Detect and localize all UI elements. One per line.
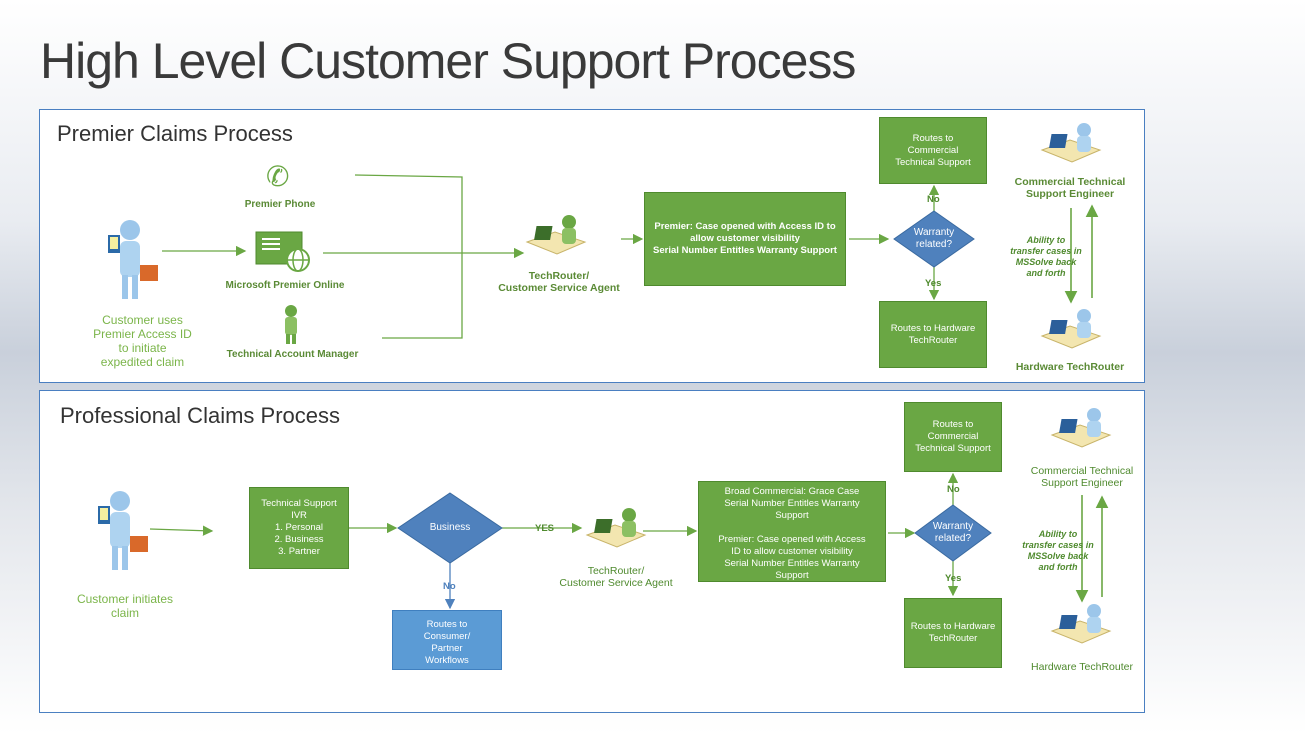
professional-yes-label: Yes (945, 573, 962, 584)
premier-no-label: No (927, 194, 940, 205)
professional-engineer-label: Commercial Technical Support Engineer (1030, 465, 1134, 489)
professional-hw-router-label: Hardware TechRouter (1031, 661, 1133, 673)
account-manager-icon (285, 305, 297, 344)
professional-warranty-decision: Warranty related? (932, 521, 974, 544)
premier-case-box: Premier: Case opened with Access ID to a… (644, 192, 846, 286)
premier-yes-label: Yes (925, 278, 942, 289)
professional-connectors (149, 472, 1109, 610)
techrouter-agent-icon-2 (585, 508, 647, 548)
professional-no-label: No (947, 484, 960, 495)
channel-technical-account-manager: Technical Account Manager (226, 349, 359, 360)
professional-case-box: Broad Commercial: Grace Case Serial Numb… (698, 481, 886, 582)
premier-warranty-decision: Warranty related? (913, 227, 955, 250)
professional-agent-label: TechRouter/ Customer Service Agent (559, 565, 673, 589)
professional-route-hardware: Routes to Hardware TechRouter (904, 598, 1002, 668)
professional-transfer-note: Ability to transfer cases in MSSolve bac… (1022, 529, 1094, 572)
channel-premier-phone: Premier Phone (244, 199, 316, 210)
premier-customer-note: Customer uses Premier Access ID to initi… (93, 313, 192, 369)
professional-customer-note: Customer initiates claim (76, 592, 174, 620)
customer-person-icon-2 (98, 491, 148, 570)
premier-connectors (162, 174, 1099, 339)
professional-title: Professional Claims Process (60, 403, 340, 428)
premier-hw-router-label: Hardware TechRouter (1015, 361, 1125, 373)
professional-panel: Professional Claims Process Custo (39, 390, 1145, 713)
premier-title: Premier Claims Process (57, 121, 293, 146)
ivr-box: Technical Support IVR 1. Personal 2. Bus… (249, 487, 349, 569)
premier-online-icon (255, 231, 310, 272)
consumer-workflows-box: Routes to Consumer/ Partner Workflows (392, 610, 502, 670)
business-no-label: No (443, 581, 456, 592)
premier-route-commercial: Routes to Commercial Technical Support (879, 117, 987, 184)
channel-premier-online: Microsoft Premier Online (225, 280, 345, 291)
business-decision: Business (429, 522, 471, 533)
premier-panel: Premier Claims Process Customer uses Pre… (39, 109, 1145, 383)
commercial-engineer-icon-2 (1050, 408, 1112, 448)
premier-route-hardware: Routes to Hardware TechRouter (879, 301, 987, 368)
premier-transfer-note: Ability to transfer cases in MSSolve bac… (1010, 235, 1082, 278)
commercial-engineer-icon (1040, 123, 1102, 163)
phone-icon: ✆ (266, 161, 290, 192)
hardware-router-icon (1040, 309, 1102, 349)
techrouter-agent-icon (525, 215, 587, 255)
business-yes-label: YES (535, 523, 555, 534)
page-title: High Level Customer Support Process (40, 33, 856, 89)
hardware-router-icon-2 (1050, 604, 1112, 644)
premier-agent-label: TechRouter/ Customer Service Agent (498, 270, 620, 294)
professional-route-commercial: Routes to Commercial Technical Support (904, 402, 1002, 472)
premier-engineer-label: Commercial Technical Support Engineer (1014, 176, 1126, 200)
customer-person-icon (108, 220, 158, 299)
